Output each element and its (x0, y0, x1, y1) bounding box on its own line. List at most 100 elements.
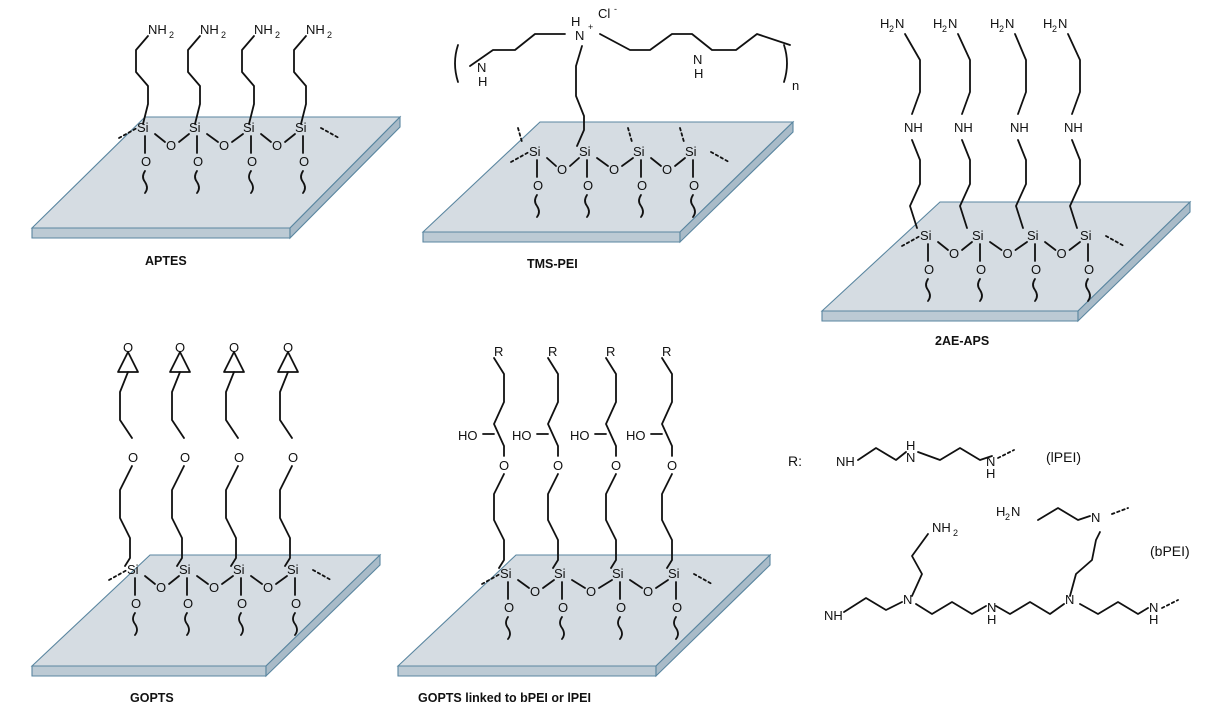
oxygen-atom: O (299, 154, 309, 169)
chloride-counterion: Cl (598, 6, 610, 21)
ether-oxygen: O (667, 458, 677, 473)
bridging-oxygen: O (166, 138, 176, 153)
bridging-oxygen: O (586, 584, 596, 599)
ether-oxygen: O (128, 450, 138, 465)
si-o-bond (168, 575, 180, 585)
si-o-bond (517, 579, 530, 589)
silicon-atom: Si (189, 120, 201, 135)
amine-h: H (1149, 612, 1158, 627)
surface-dash (679, 127, 685, 143)
bridging-oxygen: O (662, 162, 672, 177)
slab-aptes (30, 115, 402, 240)
h2n-subscript: 2 (942, 24, 947, 34)
si-o-bond (989, 241, 1003, 251)
wavy-surface-bond (248, 170, 254, 194)
nh2-label: NH (254, 22, 273, 37)
oxygen-atom: O (183, 596, 193, 611)
slab-gopts-linked (396, 553, 772, 678)
h2n-label: H (990, 16, 999, 31)
si-o-bond (231, 133, 244, 143)
si-o-bond (598, 579, 613, 589)
bonds-gopts (117, 351, 299, 567)
ether-oxygen: O (234, 450, 244, 465)
tertiary-n: N (1091, 510, 1100, 525)
h2n-label: N (895, 16, 904, 31)
si-o-bond (1068, 241, 1081, 251)
amine-n: N (986, 454, 995, 469)
surface-dash (312, 569, 332, 581)
hydroxyl: HO (626, 428, 646, 443)
amine-nh: NH (904, 120, 923, 135)
wavy-surface-bond (1085, 278, 1091, 302)
bridging-oxygen: O (609, 162, 619, 177)
silicon-atom: Si (287, 562, 299, 577)
si-o-bond (196, 575, 209, 585)
surface-dash (510, 151, 530, 163)
amine-n: N (477, 60, 486, 75)
oxygen-atom: O (247, 154, 257, 169)
silicon-atom: Si (127, 562, 139, 577)
surface-dash (693, 573, 713, 585)
ether-oxygen: O (499, 458, 509, 473)
bridging-oxygen: O (209, 580, 219, 595)
wavy-surface-bond (142, 170, 148, 194)
r-group: R (606, 344, 615, 359)
silicon-atom: Si (685, 144, 697, 159)
silicon-atom: Si (529, 144, 541, 159)
caption-2ae-aps: 2AE-APS (935, 334, 989, 348)
si-o-bond (154, 133, 166, 143)
oxygen-atom: O (1031, 262, 1041, 277)
nh2-subscript: 2 (327, 30, 332, 40)
amine-n: N (987, 600, 996, 615)
si-o-bond (655, 579, 669, 589)
nh2-subscript: 2 (169, 30, 174, 40)
oxygen-atom: O (533, 178, 543, 193)
h2n-label: H (996, 504, 1005, 519)
oxygen-atom: O (976, 262, 986, 277)
silicon-atom: Si (612, 566, 624, 581)
si-o-bond (178, 133, 190, 143)
amine-h: H (987, 612, 996, 627)
amine-h: H (986, 466, 995, 481)
amine-n: N (693, 52, 702, 67)
caption-gopts: GOPTS (130, 691, 174, 705)
caption-gopts-linked: GOPTS linked to bPEI or lPEI (418, 691, 591, 705)
amine-nh: NH (836, 454, 855, 469)
wavy-surface-bond (925, 278, 931, 302)
si-o-bond (206, 133, 219, 143)
silicon-atom: Si (554, 566, 566, 581)
bridging-oxygen: O (643, 584, 653, 599)
wavy-surface-bond (638, 194, 644, 218)
oxygen-atom: O (583, 178, 593, 193)
amine-h: H (478, 74, 487, 89)
silicon-atom: Si (972, 228, 984, 243)
epoxide-oxygen: O (175, 340, 185, 355)
surface-dash (901, 235, 921, 247)
nh2-subscript: 2 (221, 30, 226, 40)
bridging-oxygen: O (156, 580, 166, 595)
h2n-subscript: 2 (1005, 512, 1010, 522)
oxygen-atom: O (1084, 262, 1094, 277)
wavy-surface-bond (559, 616, 565, 640)
h2n-label: N (948, 16, 957, 31)
wavy-surface-bond (300, 170, 306, 194)
wavy-surface-bond (617, 616, 623, 640)
si-o-bond (250, 575, 263, 585)
h2n-subscript: 2 (1052, 24, 1057, 34)
amine-nh: NH (824, 608, 843, 623)
r-group-label: R: (788, 453, 802, 469)
bridging-oxygen: O (1003, 246, 1013, 261)
h2n-subscript: 2 (889, 24, 894, 34)
nh2-label: NH (932, 520, 951, 535)
caption-aptes: APTES (145, 254, 187, 268)
bridging-oxygen: O (557, 162, 567, 177)
lpei-label: (lPEI) (1046, 449, 1081, 465)
bonds-lpei (857, 447, 1015, 461)
surface-dash (710, 151, 730, 163)
bridging-oxygen: O (219, 138, 229, 153)
silicon-atom: Si (1080, 228, 1092, 243)
oxygen-atom: O (558, 600, 568, 615)
oxygen-atom: O (504, 600, 514, 615)
si-o-bond (937, 241, 949, 251)
oxygen-atom: O (637, 178, 647, 193)
